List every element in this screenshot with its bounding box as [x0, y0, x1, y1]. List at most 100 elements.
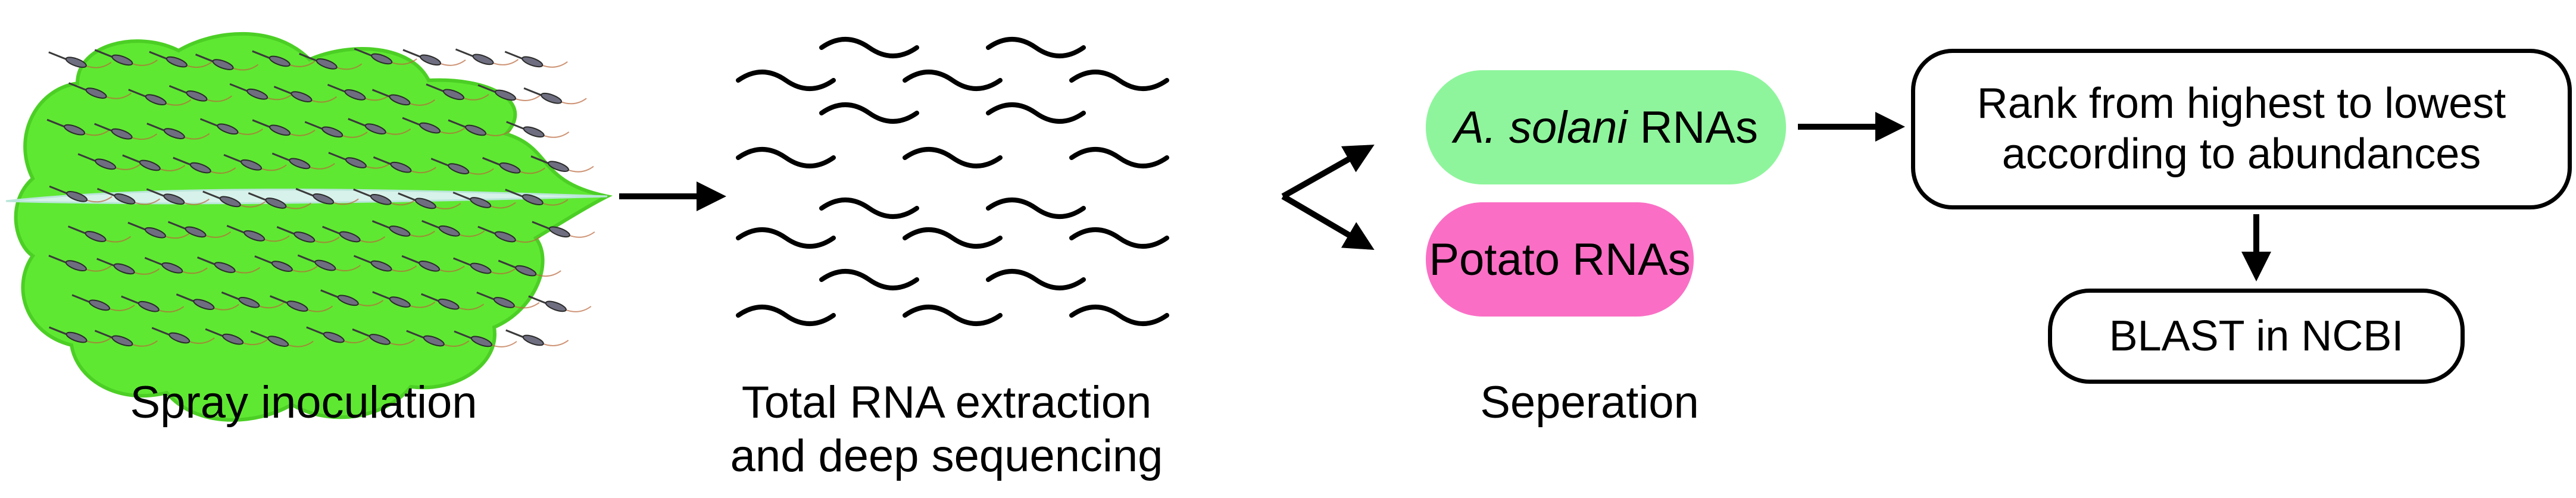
spore: [223, 154, 287, 171]
rna-fragment: [986, 269, 1086, 290]
rna-fragment: [819, 102, 919, 124]
rna-fragment: [1069, 305, 1169, 326]
pathogen-rna-suffix: RNAs: [1627, 102, 1759, 153]
spore: [373, 156, 437, 174]
spore: [252, 119, 316, 136]
spore: [49, 185, 113, 203]
spore: [96, 187, 161, 205]
spore: [221, 291, 285, 309]
rna-fragment: [736, 227, 836, 249]
leaf-blade: [14, 32, 613, 422]
spore: [297, 254, 361, 271]
spore: [505, 189, 569, 206]
spore: [448, 119, 511, 136]
rna-fragment: [986, 102, 1086, 124]
spore: [352, 328, 416, 346]
spore: [271, 152, 335, 170]
spore: [71, 294, 135, 311]
spore: [94, 123, 158, 140]
spore: [121, 295, 185, 313]
spore: [421, 293, 485, 311]
spore: [498, 259, 561, 277]
spore: [273, 86, 337, 103]
spore: [320, 289, 384, 306]
spore: [371, 220, 435, 237]
spore: [168, 84, 233, 102]
spore: [353, 255, 417, 273]
spore: [455, 48, 519, 65]
spore: [322, 225, 386, 243]
spore: [167, 221, 232, 238]
rna-fragment: [903, 70, 1003, 91]
spore: [49, 326, 113, 344]
spray-inoculation-label: Spray inoculation: [130, 377, 477, 428]
spore: [48, 255, 112, 272]
rna-fragment: [736, 147, 836, 168]
spore: [248, 192, 311, 209]
spore: [476, 292, 540, 309]
ranking-line1: Rank from highest to lowest: [1977, 80, 2506, 128]
rna-fragment: [903, 227, 1003, 249]
spore: [454, 330, 517, 347]
spore: [353, 188, 417, 206]
spore: [146, 188, 210, 205]
spore: [128, 89, 192, 106]
arrow-to-host: [1281, 193, 1375, 250]
spore: [94, 49, 158, 66]
rna-fragment: [1069, 227, 1169, 249]
spore: [276, 226, 340, 243]
spore: [528, 295, 592, 312]
blast-box: BLAST in NCBI: [2048, 289, 2465, 384]
spore: [354, 48, 417, 65]
extraction-label-line1: Total RNA extraction: [741, 377, 1152, 428]
host-rna-pill: Potato RNAs: [1426, 202, 1694, 317]
spores-group: [46, 48, 595, 347]
potato-leaf-illustration: [5, 32, 613, 422]
spore: [151, 327, 215, 344]
spore: [144, 256, 208, 274]
spore: [482, 156, 546, 174]
spore: [199, 118, 264, 135]
rna-fragments: [736, 37, 1169, 326]
spore: [406, 330, 470, 347]
separation-label: Seperation: [1480, 377, 1699, 428]
spore: [202, 190, 266, 208]
rna-fragment: [986, 198, 1086, 219]
spore: [269, 295, 333, 312]
spore: [452, 192, 516, 209]
spore: [46, 118, 110, 136]
extraction-label-line2: and deep sequencing: [730, 430, 1163, 481]
spore: [402, 49, 466, 66]
spore: [68, 82, 132, 99]
spore: [506, 121, 570, 138]
spore: [398, 192, 461, 209]
spore: [122, 154, 186, 171]
spore: [371, 89, 436, 106]
spore: [453, 257, 517, 274]
spore: [96, 258, 160, 275]
rna-fragment: [819, 37, 919, 58]
spore: [504, 51, 568, 68]
spore: [401, 255, 465, 273]
spore: [299, 52, 363, 70]
arrow-to-pathogen: [1281, 145, 1375, 199]
spore: [304, 121, 368, 138]
rna-fragment: [1069, 147, 1169, 168]
spore: [295, 187, 359, 205]
ranking-box: Rank from highest to lowest according to…: [1911, 49, 2572, 209]
spore: [348, 118, 411, 135]
spore: [426, 83, 489, 101]
spore: [229, 83, 293, 101]
pathogen-rna-pill: A. solani RNAs: [1426, 70, 1786, 184]
spore: [306, 326, 370, 343]
pathogen-species-name: A. solani: [1453, 102, 1628, 153]
spore: [176, 293, 239, 311]
extraction-label: Total RNA extraction and deep sequencing: [679, 376, 1214, 483]
rna-fragment: [903, 147, 1003, 168]
spore: [328, 152, 392, 169]
rna-fragment: [903, 305, 1003, 326]
spore: [67, 225, 132, 243]
spore: [505, 329, 569, 346]
spore: [48, 51, 112, 68]
